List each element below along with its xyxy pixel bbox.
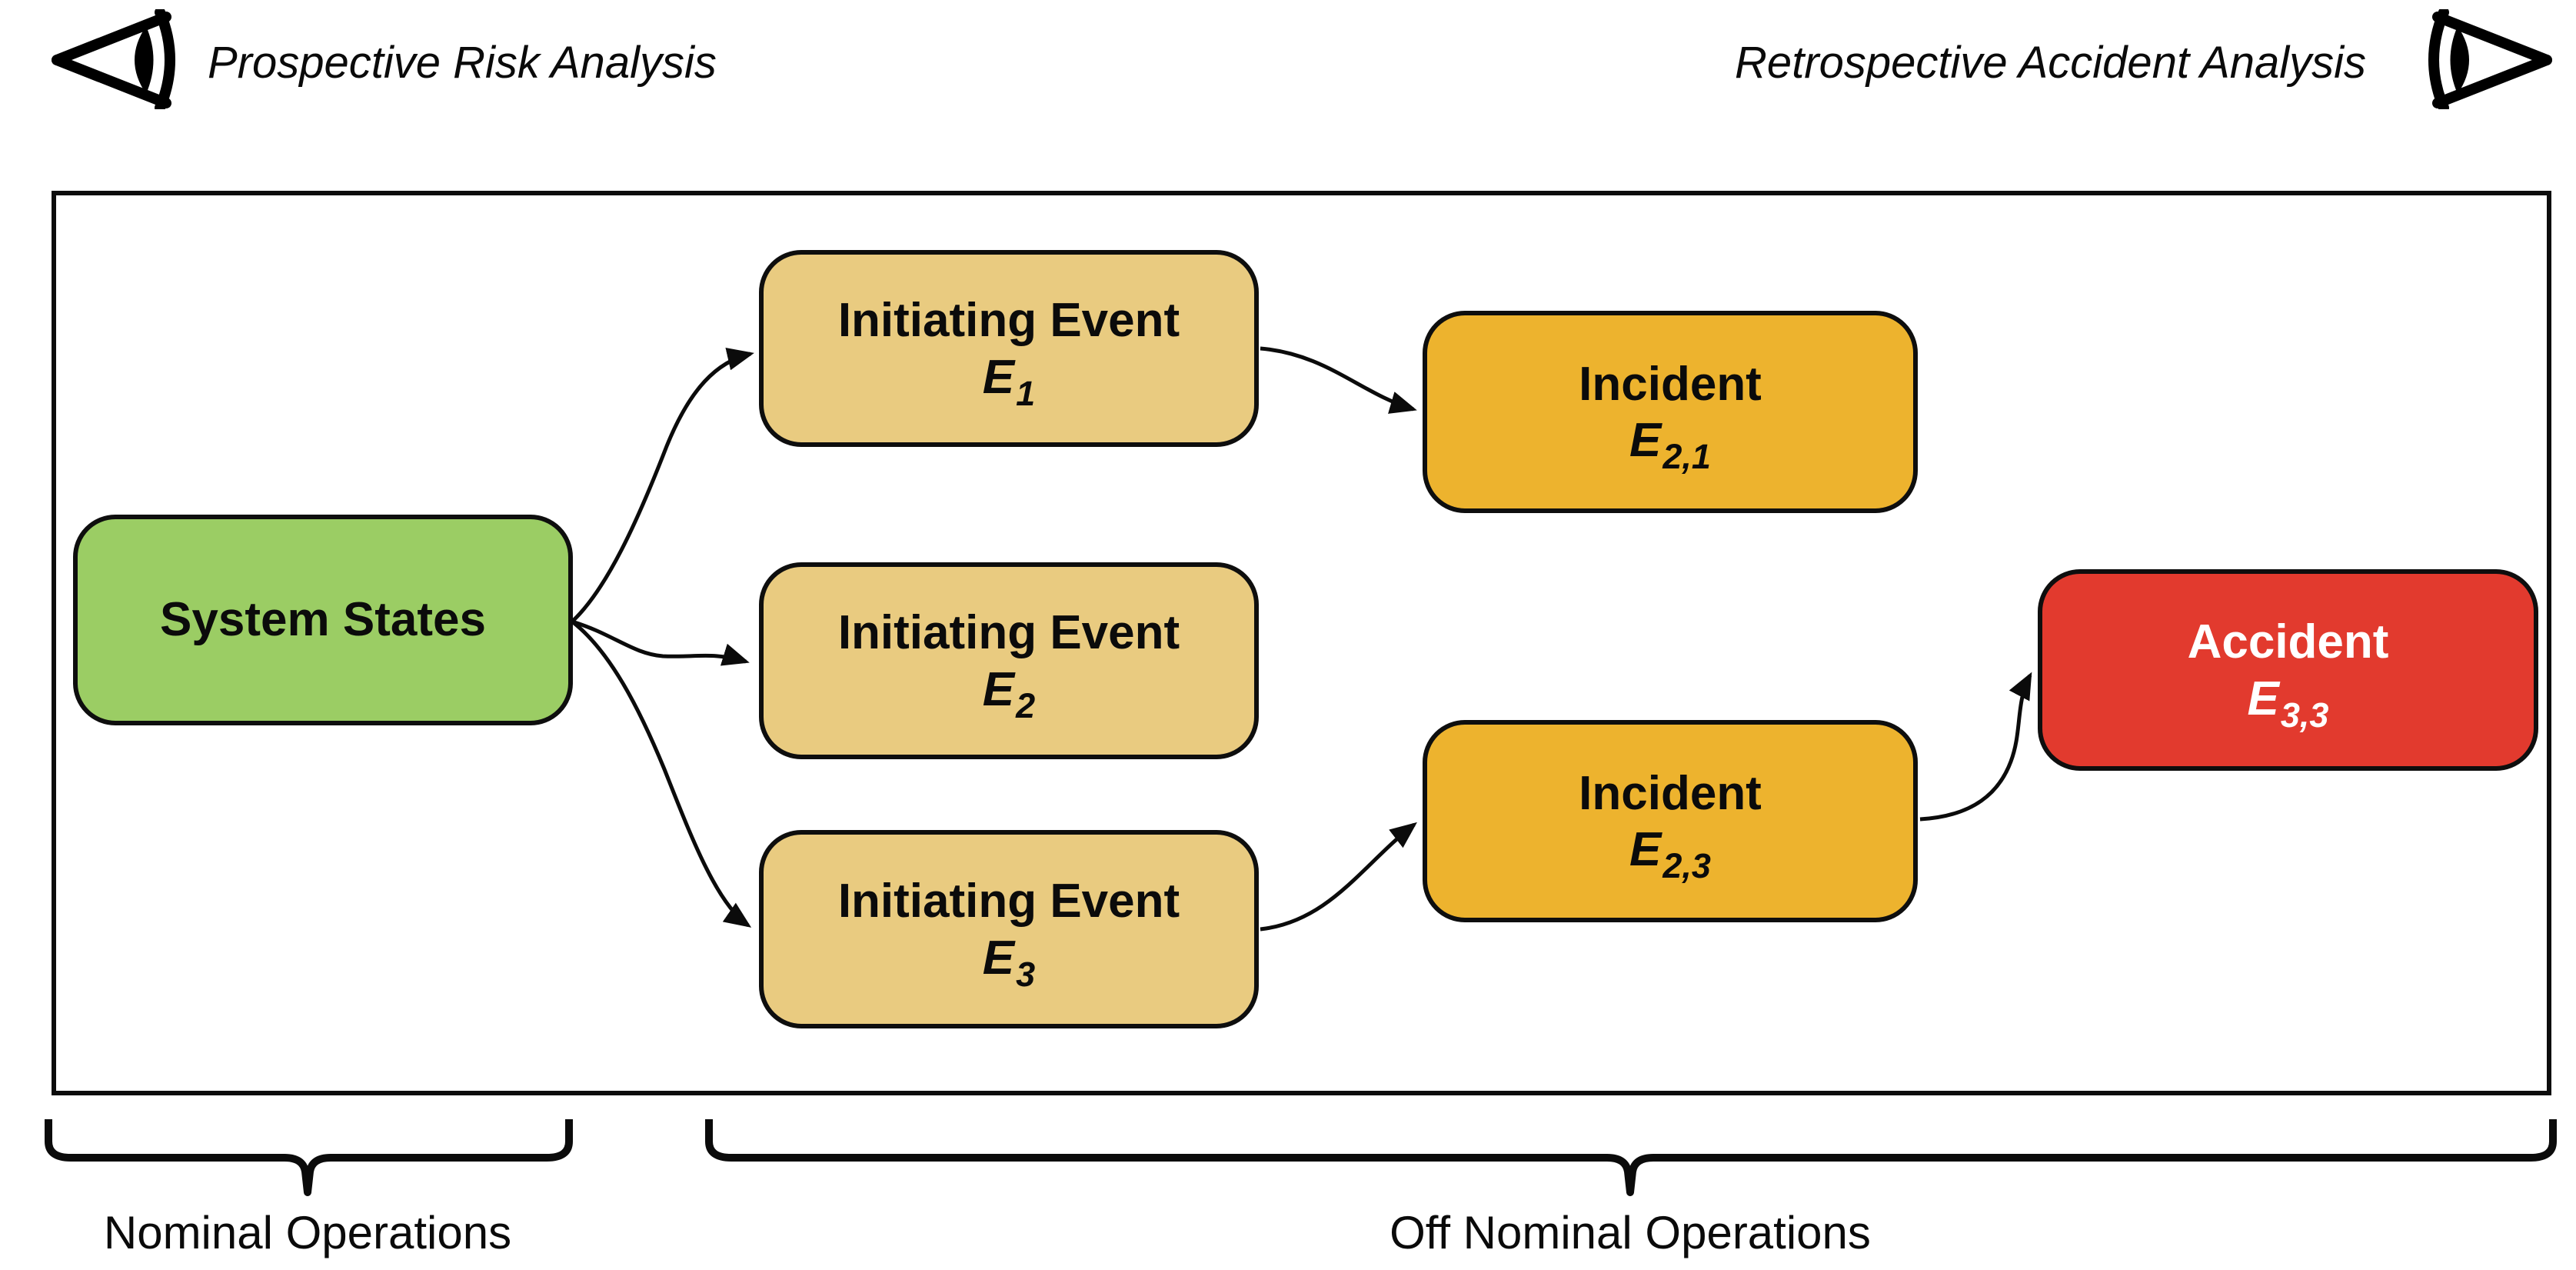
node-incident-2-3: Incident E2,3 — [1423, 720, 1918, 922]
node-accident-3-3-symbol: E3,3 — [2247, 672, 2329, 735]
node-initiating-event-1-symbol: E1 — [982, 350, 1036, 413]
node-accident-3-3-label: Accident — [2187, 615, 2389, 669]
node-initiating-event-2: Initiating Event E2 — [759, 562, 1259, 759]
nominal-operations-brace — [45, 1119, 573, 1196]
node-initiating-event-2-label: Initiating Event — [837, 606, 1180, 660]
node-accident-3-3: Accident E3,3 — [2038, 569, 2538, 771]
eye-looking-right-icon — [2428, 9, 2552, 109]
node-initiating-event-3: Initiating Event E3 — [759, 830, 1259, 1028]
off-nominal-operations-label: Off Nominal Operations — [1390, 1207, 1871, 1258]
node-initiating-event-3-label: Initiating Event — [837, 875, 1180, 928]
node-initiating-event-2-symbol: E2 — [982, 662, 1036, 725]
node-incident-2-1-symbol: E2,1 — [1629, 414, 1711, 477]
node-system-states-label: System States — [160, 593, 486, 647]
node-incident-2-1: Incident E2,1 — [1423, 311, 1918, 513]
node-initiating-event-1-label: Initiating Event — [837, 294, 1180, 348]
node-incident-2-3-symbol: E2,3 — [1629, 823, 1711, 886]
node-initiating-event-3-symbol: E3 — [982, 931, 1036, 994]
prospective-risk-analysis-title: Prospective Risk Analysis — [208, 38, 717, 88]
off-nominal-operations-brace — [705, 1119, 2557, 1196]
node-incident-2-3-label: Incident — [1579, 766, 1762, 820]
eye-looking-left-icon — [52, 9, 175, 109]
nominal-operations-label: Nominal Operations — [103, 1207, 512, 1258]
node-initiating-event-1: Initiating Event E1 — [759, 250, 1259, 447]
retrospective-accident-analysis-title: Retrospective Accident Analysis — [1735, 38, 2366, 88]
node-incident-2-1-label: Incident — [1579, 357, 1762, 411]
node-system-states: System States — [73, 515, 573, 725]
